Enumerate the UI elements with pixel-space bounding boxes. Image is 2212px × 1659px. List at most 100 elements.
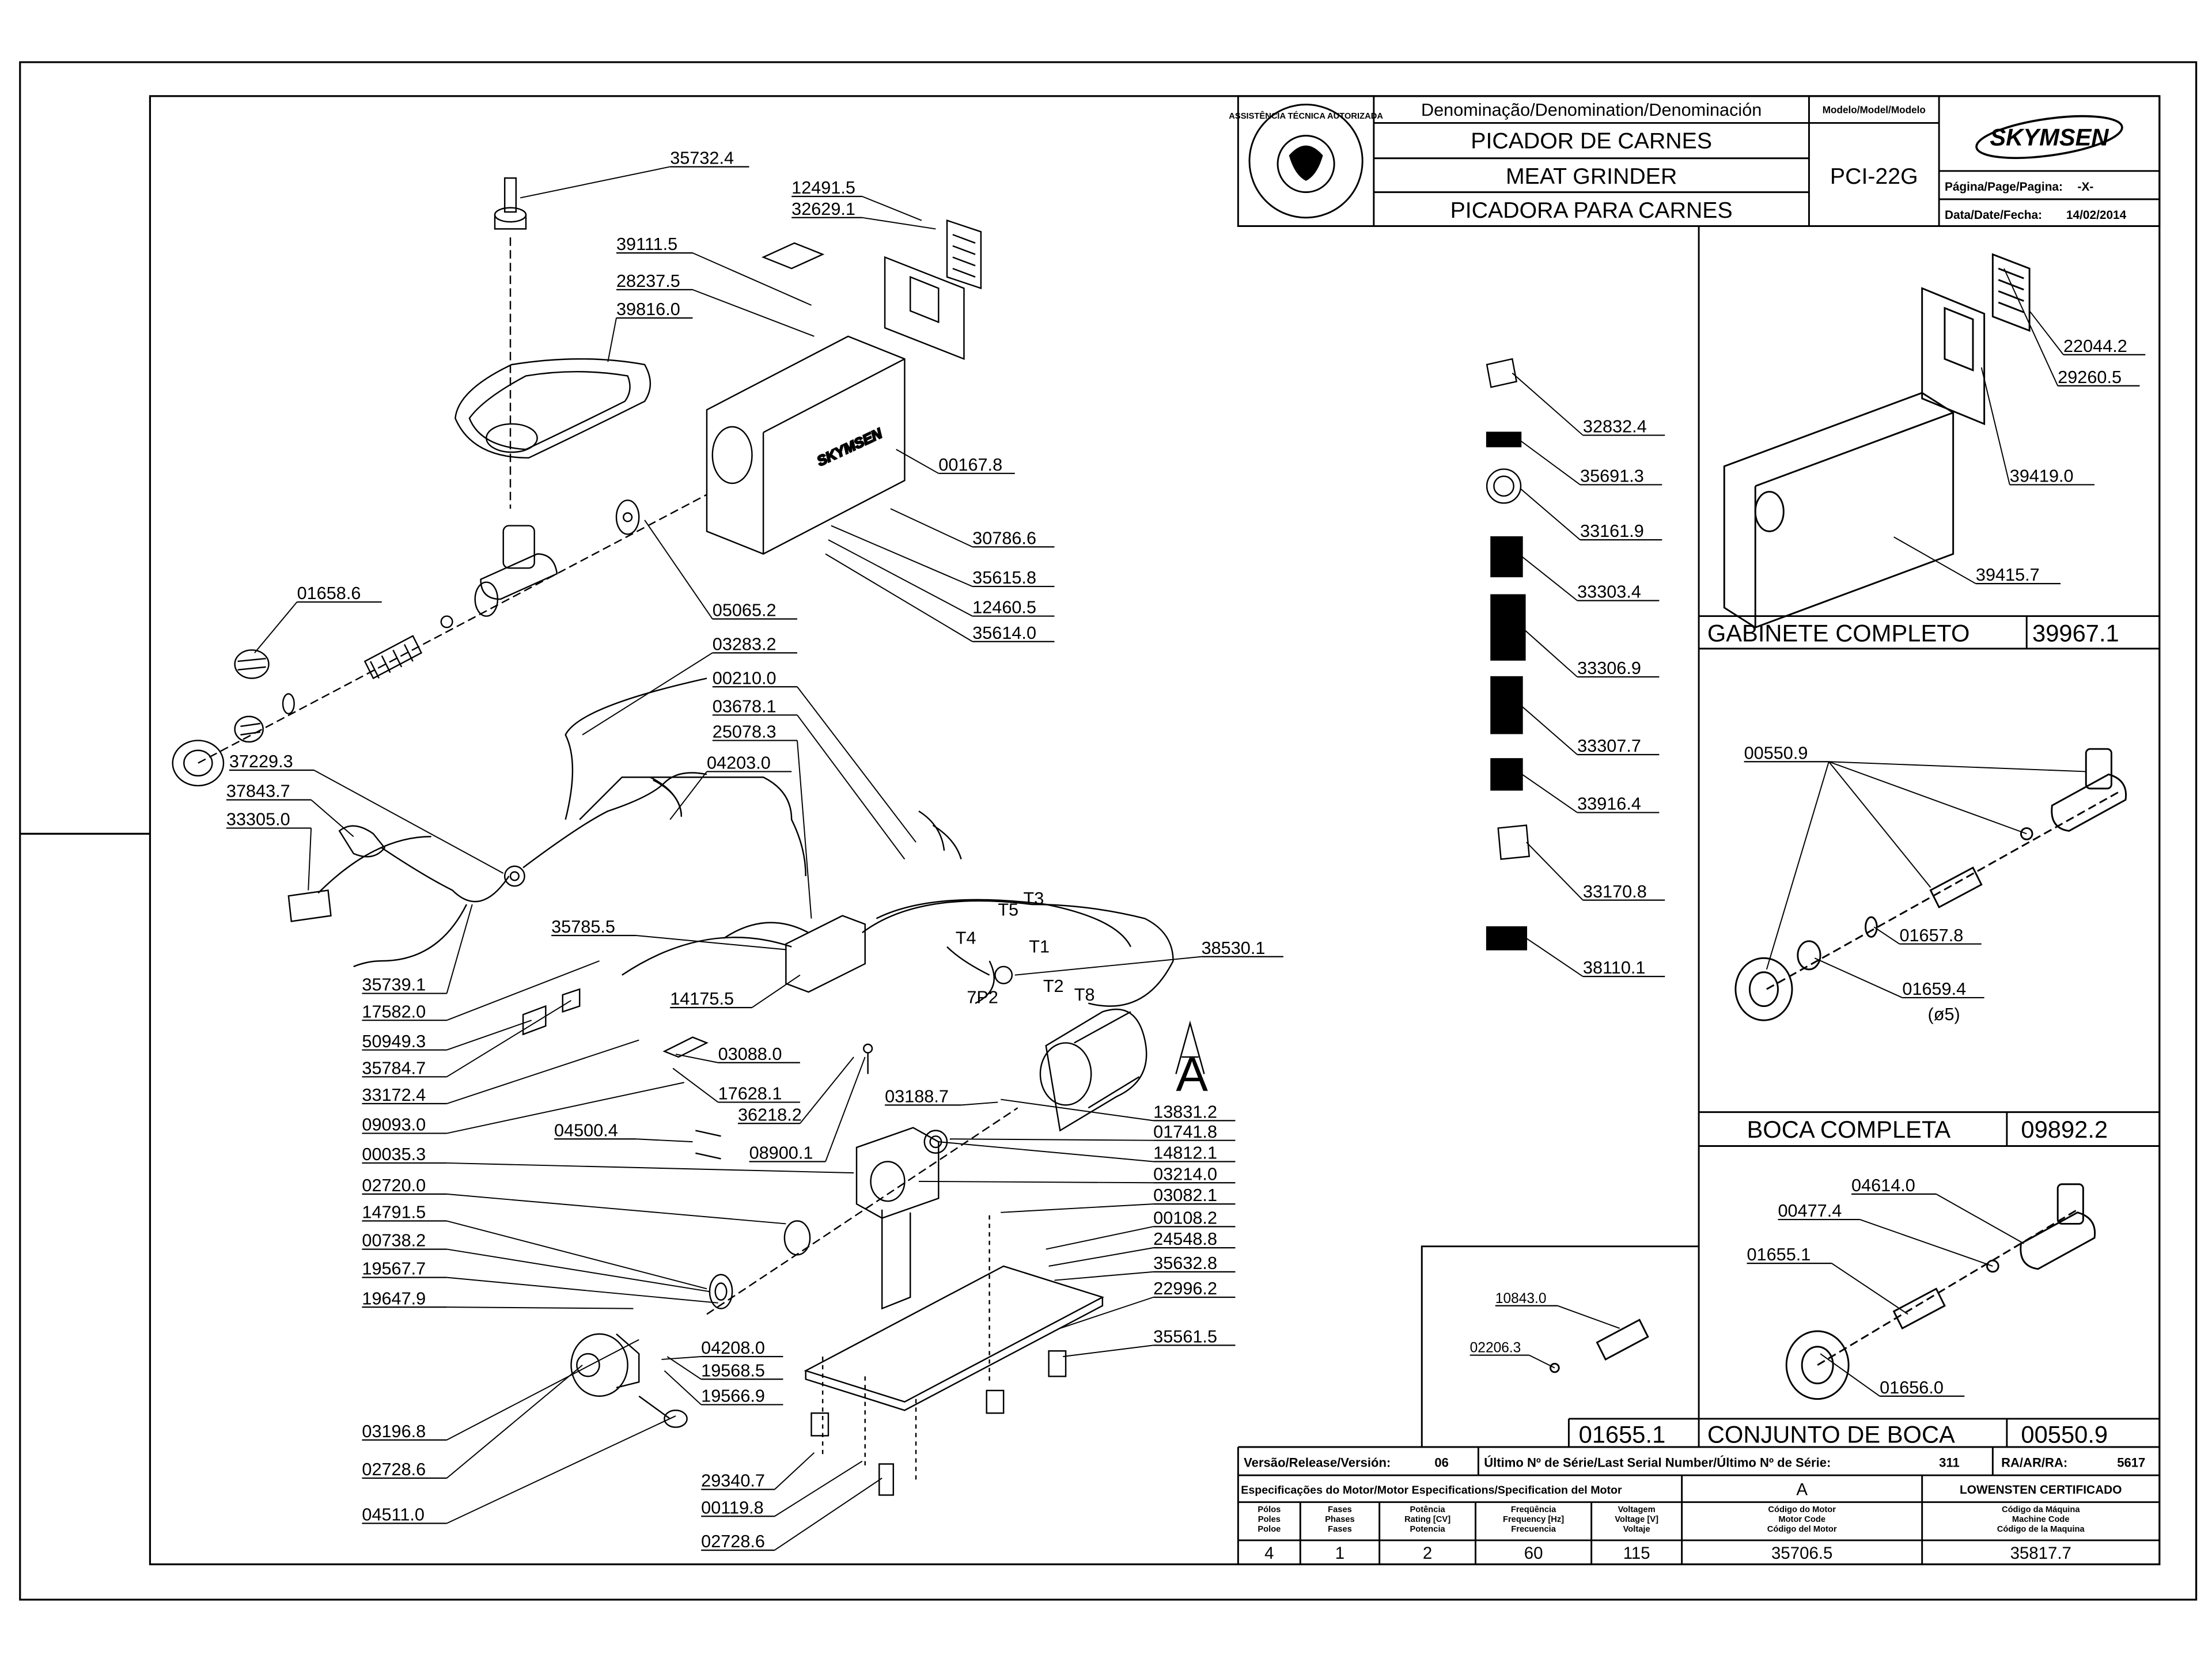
part-number-p4: 39111.5 — [616, 234, 677, 254]
part-leader-p36 — [675, 1054, 718, 1063]
part-leader-p54 — [1048, 1247, 1154, 1267]
part-number-c2: 00477.4 — [1778, 1201, 1842, 1221]
part-leader-p47 — [938, 1141, 1154, 1162]
footer-col-header-3-0: Freqüência — [1511, 1505, 1556, 1514]
part-number-p28: T2 — [1043, 976, 1064, 996]
part-number-p26: T1 — [1029, 937, 1050, 956]
part-number-p59: 04208.0 — [701, 1338, 765, 1358]
footer-col-header-0-1: Poles — [1258, 1515, 1281, 1524]
part-leader-p55 — [446, 1277, 718, 1304]
part-leader-b1-1 — [1828, 761, 1931, 888]
part-number-p39: 36218.2 — [738, 1105, 802, 1124]
part-leader-p65 — [774, 1452, 815, 1490]
part-number-l9: 38110.1 — [1583, 958, 1646, 978]
part-number-p15: 00210.0 — [713, 668, 777, 688]
part-number-l4: 33303.4 — [1577, 582, 1641, 602]
part-leader-p27 — [1014, 956, 1202, 976]
part-number-p19: 37229.3 — [229, 752, 293, 771]
gabinete-code: 39967.1 — [2032, 620, 2119, 647]
skymsen-logo: SKYMSEN — [1975, 115, 2123, 160]
name-en: MEAT GRINDER — [1506, 164, 1677, 189]
footer-col-header-4-1: Voltage [V] — [1615, 1515, 1658, 1524]
part-leader-p45 — [949, 1138, 1154, 1141]
part-leader-p4 — [692, 252, 812, 306]
part-leader-p31 — [446, 904, 473, 994]
part-leader-p22 — [636, 935, 786, 950]
part-leader-p63 — [446, 1339, 639, 1441]
part-leader-l5 — [1524, 630, 1578, 677]
part-leader-p11 — [825, 553, 973, 642]
part-number-s1: 10843.0 — [1495, 1291, 1547, 1306]
conjunto-ref: 01655.1 — [1579, 1421, 1666, 1448]
part-number-l3: 33161.9 — [1580, 521, 1644, 541]
part-number-p1: 35732.4 — [670, 149, 734, 168]
part-leader-b1-2 — [1828, 761, 2027, 835]
part-number-p17: 25078.3 — [713, 722, 777, 742]
part-leader-p46 — [446, 1162, 854, 1174]
part-number-p22: 35785.5 — [551, 917, 615, 937]
part-leader-p3 — [862, 217, 936, 230]
authorized-service-seal: ASSISTÊNCIA TÉCNICA AUTORIZADA — [1229, 104, 1383, 219]
part-leader-p64 — [446, 1364, 583, 1479]
part-number-p16: 03678.1 — [713, 696, 777, 716]
gabinete-label: GABINETE COMPLETO — [1707, 620, 1970, 647]
part-leader-c1 — [1936, 1194, 2024, 1244]
part-leader-g1 — [2029, 310, 2064, 355]
motor-spec-table: Versão/Release/Versión: 06 Último Nº de … — [1237, 1446, 2160, 1565]
title-block: ASSISTÊNCIA TÉCNICA AUTORIZADA Denominaç… — [1229, 95, 2161, 227]
part-leader-l3 — [1520, 488, 1581, 540]
exploded-assembly-drawing: SKYMSEN — [172, 177, 1205, 1496]
part-number-p21: 33305.0 — [226, 810, 290, 830]
part-number-p44: 13831.2 — [1153, 1102, 1217, 1122]
part-number-b3: 01659.4 — [1902, 979, 1966, 999]
part-leader-p67 — [446, 1415, 676, 1524]
conjunto-label: CONJUNTO DE BOCA — [1707, 1421, 1955, 1448]
part-leader-p34 — [446, 1020, 532, 1051]
footer-col-header-2-1: Rating [CV] — [1404, 1515, 1450, 1524]
part-leader-p56 — [1054, 1271, 1154, 1281]
part-leader-p20 — [310, 799, 354, 838]
part-number-p11: 35614.0 — [972, 623, 1036, 643]
part-leader-p32 — [446, 960, 600, 1021]
footer-col-header-5-2: Código del Motor — [1767, 1525, 1837, 1534]
part-leader-g2 — [2003, 268, 2059, 387]
part-callouts: 35732.412491.532629.139111.528237.539816… — [226, 149, 2146, 1551]
part-number-p65: 29340.7 — [701, 1471, 765, 1491]
part-leader-p60 — [1063, 1344, 1154, 1357]
page-value: -X- — [2078, 180, 2094, 194]
part-number-l2: 35691.3 — [1580, 467, 1644, 486]
part-leader-p49 — [446, 1193, 786, 1225]
part-leader-p61 — [666, 1356, 702, 1380]
part-leader-p33 — [751, 974, 801, 1008]
footer-col-header-3-1: Frequency [Hz] — [1503, 1515, 1564, 1524]
part-leader-p1 — [520, 166, 671, 199]
part-number-p68: 02728.6 — [701, 1532, 765, 1551]
conjunto-boca-drawing — [1550, 1183, 2096, 1400]
part-leader-p51 — [446, 1220, 707, 1290]
part-leader-s2 — [1529, 1354, 1555, 1369]
part-leader-b3 — [1814, 957, 1903, 998]
part-number-p31: 35739.1 — [362, 975, 426, 995]
part-number-p61: 19568.5 — [701, 1361, 765, 1380]
part-number-p5: 28237.5 — [616, 271, 680, 291]
part-number-p8: 30786.6 — [972, 528, 1036, 548]
part-number-p54: 24548.8 — [1153, 1229, 1217, 1249]
part-leader-p41 — [446, 1082, 684, 1134]
footer-col-value-3: 60 — [1524, 1544, 1543, 1563]
svg-text:SKYMSEN: SKYMSEN — [815, 426, 885, 469]
part-leader-p48 — [918, 1180, 1154, 1184]
part-number-l8: 33170.8 — [1583, 882, 1647, 902]
part-number-b2: 01657.8 — [1899, 926, 1963, 945]
part-leader-p40 — [961, 1101, 998, 1106]
part-number-p20: 37843.7 — [226, 782, 290, 801]
footer-col-header-0-2: Poloe — [1257, 1525, 1281, 1534]
part-leader-p39 — [800, 1056, 854, 1124]
part-leader-p16 — [797, 714, 906, 860]
part-number-p56: 35632.8 — [1153, 1253, 1217, 1273]
part-leader-p15 — [797, 686, 916, 843]
part-number-p45: 01741.8 — [1153, 1122, 1217, 1142]
part-number-p32: 17582.0 — [362, 1002, 426, 1021]
part-number-p51: 14791.5 — [362, 1203, 426, 1222]
footer-col-value-0: 4 — [1264, 1544, 1274, 1563]
part-leader-p19 — [313, 770, 504, 874]
